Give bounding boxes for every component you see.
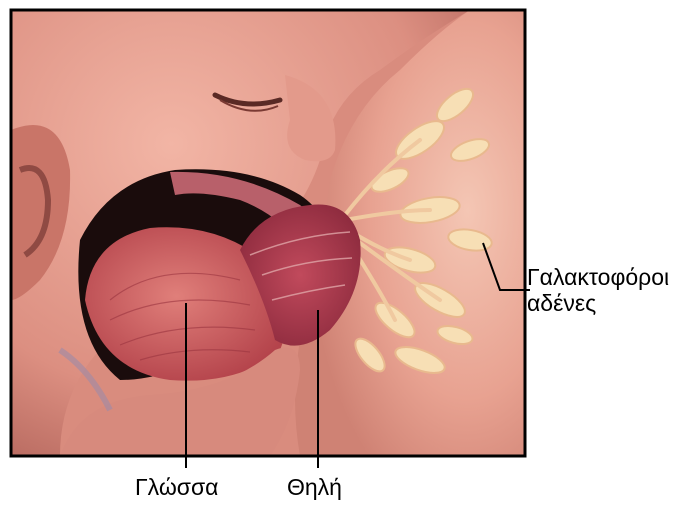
label-tongue: Γλώσσα [135, 474, 218, 500]
label-milk-glands-line1: Γαλακτοφόροι [527, 264, 669, 290]
label-milk-glands: Γαλακτοφόροι αδένες [527, 264, 669, 316]
label-milk-glands-line2: αδένες [527, 290, 669, 316]
label-nipple: Θηλή [287, 474, 342, 500]
